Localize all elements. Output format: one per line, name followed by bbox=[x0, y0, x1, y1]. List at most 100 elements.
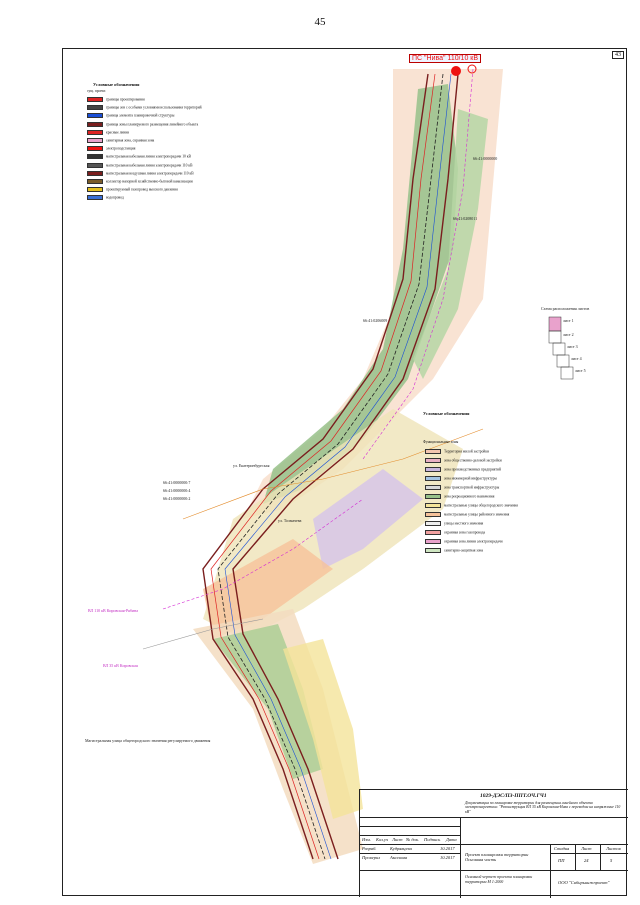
legend-right-swatch bbox=[425, 458, 441, 463]
role-checker: Проверил bbox=[362, 855, 381, 860]
legend-left-swatch bbox=[87, 97, 103, 102]
magenta-line-2 bbox=[162, 498, 364, 610]
sheets-header: Листов bbox=[606, 846, 621, 851]
corridor-centerline bbox=[217, 73, 444, 860]
gray-road bbox=[142, 618, 264, 650]
legend-right-label: улицы местного значения bbox=[444, 521, 484, 526]
cadastral-label-1: 66:41:0000000 bbox=[473, 156, 498, 161]
col-list: Лист bbox=[392, 837, 403, 842]
project-code: 1029-ДЭС/ПЗ-ППТ.ОЧ.ГЧ1 bbox=[480, 793, 547, 799]
legend-left-label: магистральная кабельная линия электропер… bbox=[106, 154, 191, 159]
legend-left-item: санитарная зона, охранная зона bbox=[87, 138, 154, 143]
stage-value: ПП bbox=[558, 858, 565, 863]
sheet-value: 24 bbox=[584, 858, 589, 863]
legend-right-label: зона инженерной инфраструктуры bbox=[444, 476, 497, 481]
cadastral-label-5: 66:41:0000000:4 bbox=[163, 488, 191, 493]
legend-right-swatch bbox=[425, 467, 441, 472]
legend-right-item: магистральные улицы районного значения bbox=[425, 512, 509, 517]
legend-right-item: Территория жилой застройки bbox=[425, 449, 489, 454]
legend-left-swatch bbox=[87, 154, 103, 160]
legend-left-item: электроподстанция bbox=[87, 146, 135, 152]
legend-left-label: водопровод bbox=[106, 195, 124, 200]
legend-left-item: проектируемый газопровод высокого давлен… bbox=[87, 187, 178, 193]
legend-right-swatch bbox=[425, 521, 441, 526]
cadastral-label-6: 66:41:0000000:2 bbox=[163, 496, 191, 501]
project-description: Документация по планировке территории дл… bbox=[465, 801, 621, 814]
legend-right-label: магистральные улицы районного значения bbox=[444, 512, 510, 517]
legend-left-item: магистральная кабельная линия электропер… bbox=[87, 154, 191, 160]
legend-left-swatch bbox=[87, 187, 103, 193]
substation-symbol-1 bbox=[451, 66, 461, 76]
legend-right-item: зона транспортной инфраструктуры bbox=[425, 485, 499, 490]
corridor-boundary-right bbox=[232, 73, 459, 860]
schema-sheet-2: лист 2 bbox=[563, 332, 574, 337]
legend-right-label: охранная зона газопровода bbox=[444, 530, 486, 535]
legend-right-label: зона общественно-деловой застройки bbox=[444, 458, 502, 463]
col-izm: Изм. bbox=[362, 837, 371, 842]
legend-left-label: граница зоны планируемого размещения лин… bbox=[106, 121, 199, 126]
legend-right-swatch bbox=[425, 485, 441, 490]
name-checker: Аксенова bbox=[390, 855, 408, 860]
sheet-header: Лист bbox=[581, 846, 592, 851]
legend-right-item: улицы местного значения bbox=[425, 521, 483, 526]
legend-right-item: зона производственных предприятий bbox=[425, 467, 501, 472]
date-developer: 10.2017 bbox=[440, 846, 455, 851]
legend-right-swatch bbox=[425, 449, 441, 454]
legend-left-label: границы зон с особыми условиями использо… bbox=[106, 105, 202, 110]
legend-left-item: красные линии bbox=[87, 129, 130, 135]
legend-left-item: граница зоны планируемого размещения лин… bbox=[87, 121, 199, 127]
col-kol: Кол.уч bbox=[376, 837, 389, 842]
legend-right-label: зона рекреационного назначения bbox=[444, 494, 495, 499]
legend-left-item: магистральная кабельная линия электропер… bbox=[87, 162, 193, 168]
violet-zone bbox=[313, 469, 423, 569]
legend-right-swatch bbox=[425, 476, 441, 481]
drawing-title: Основной чертеж проекта планировки терри… bbox=[465, 874, 533, 884]
cadastral-label-2: 66:41:0208011 bbox=[453, 216, 478, 221]
orange-zone-middle bbox=[203, 539, 333, 639]
legend-left-item: водопровод bbox=[87, 195, 124, 201]
green-zone-upper bbox=[263, 84, 458, 504]
schema-sheet-5: лист 5 bbox=[575, 368, 586, 373]
legend-right-item: охранная зона линии электропередачи bbox=[425, 539, 503, 544]
col-doc: № док. bbox=[406, 837, 420, 842]
legend-left-swatch bbox=[87, 121, 103, 127]
legend-left-swatch bbox=[87, 113, 103, 119]
legend-left-swatch bbox=[87, 129, 103, 135]
col-sign: Подпись bbox=[424, 837, 441, 842]
legend-left-item: границы зон с особыми условиями использо… bbox=[87, 105, 202, 111]
cadastral-label-3: 66:41:0206009 bbox=[363, 318, 388, 323]
legend-right-swatch bbox=[425, 548, 441, 553]
date-checker: 10.2017 bbox=[440, 855, 455, 860]
legend-right-item: зона инженерной инфраструктуры bbox=[425, 476, 497, 481]
blue-line bbox=[224, 73, 452, 860]
name-developer: Кудрявцева bbox=[390, 846, 412, 851]
legend-right-title: Условные обозначения bbox=[423, 411, 470, 416]
legend-left-label: магистральная кабельная линия электропер… bbox=[106, 162, 193, 167]
legend-left-label: границы проектирования bbox=[106, 97, 145, 102]
cadastral-label-4: 66:41:0000000:7 bbox=[163, 480, 191, 485]
legend-right-swatch bbox=[425, 512, 441, 517]
legend-right-swatch bbox=[425, 494, 441, 499]
legend-right-swatch bbox=[425, 503, 441, 508]
legend-right-swatch bbox=[425, 539, 441, 544]
legend-left-label: красные линии bbox=[106, 130, 130, 135]
schema-sheet-4: лист 4 bbox=[571, 356, 582, 361]
power-line-label-1: ВЛ 110 кВ Кировская-Рябина bbox=[88, 608, 138, 613]
legend-right-label: Территория жилой застройки bbox=[444, 449, 489, 454]
legend-right-label: зона транспортной инфраструктуры bbox=[444, 485, 500, 490]
substation-symbol-2 bbox=[467, 64, 477, 74]
legend-right-subtitle: Функциональные зоны bbox=[423, 440, 459, 444]
role-developer: Разраб. bbox=[362, 846, 377, 851]
green-zone-right bbox=[413, 109, 488, 379]
street-label-1: ул. Екатеринбургская bbox=[233, 463, 270, 468]
sheet-number: 43 bbox=[612, 51, 624, 59]
legend-right-label: охранная зона линии электропередачи bbox=[444, 539, 503, 544]
schema-sheet-1: лист 1 bbox=[563, 318, 574, 323]
legend-left-label: проектируемый газопровод высокого давлен… bbox=[106, 187, 178, 192]
legend-left-swatch bbox=[87, 179, 103, 184]
legend-right-item: санитарно-защитная зона bbox=[425, 548, 483, 553]
legend-left-swatch bbox=[87, 170, 103, 176]
legend-left-swatch bbox=[87, 146, 103, 152]
substation-label: ПС "Нива" 110/10 кВ bbox=[409, 54, 482, 63]
stage-header: Стадия bbox=[554, 846, 570, 851]
